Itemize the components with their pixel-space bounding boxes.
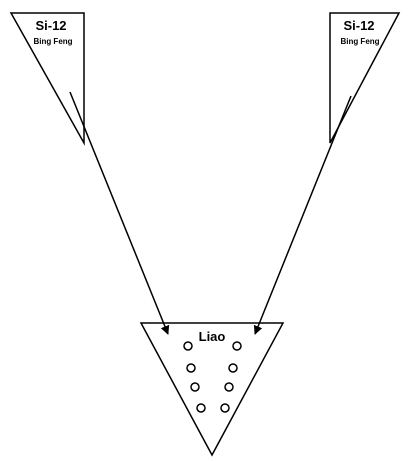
left-si12-node: Si-12 Bing Feng xyxy=(9,12,85,146)
point-dot xyxy=(186,363,196,373)
left-node-title: Si-12 xyxy=(35,18,66,33)
right-si12-node: Si-12 Bing Feng xyxy=(329,12,401,144)
point-dot xyxy=(220,403,230,413)
bottom-node-title: Liao xyxy=(199,329,226,344)
point-dot xyxy=(224,382,234,392)
liao-node: Liao xyxy=(139,322,285,457)
right-triangle xyxy=(329,12,401,144)
right-node-title: Si-12 xyxy=(343,18,374,33)
left-connector-arrow xyxy=(69,91,170,335)
point-dot xyxy=(196,403,206,413)
point-dot xyxy=(190,382,200,392)
left-triangle xyxy=(9,12,85,146)
bottom-triangle xyxy=(139,322,285,457)
point-dot xyxy=(232,341,242,351)
right-node-subtitle: Bing Feng xyxy=(340,37,379,46)
left-node-subtitle: Bing Feng xyxy=(33,37,72,46)
point-dot xyxy=(228,363,238,373)
right-connector-arrow xyxy=(253,95,352,335)
point-dot xyxy=(183,341,193,351)
